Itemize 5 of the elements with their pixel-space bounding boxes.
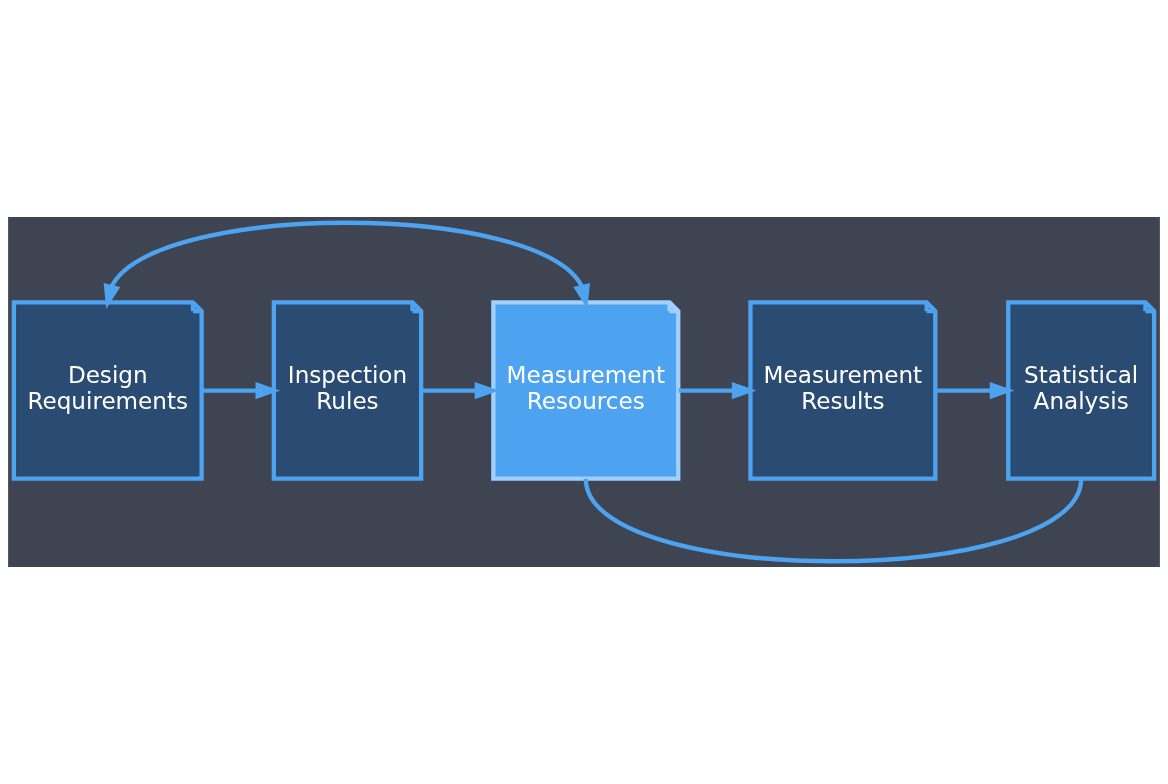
arrow: [678, 381, 757, 400]
connector: [583, 477, 1084, 564]
arrow: [935, 381, 1015, 400]
arrow: [201, 381, 281, 400]
arrow: [103, 220, 590, 309]
